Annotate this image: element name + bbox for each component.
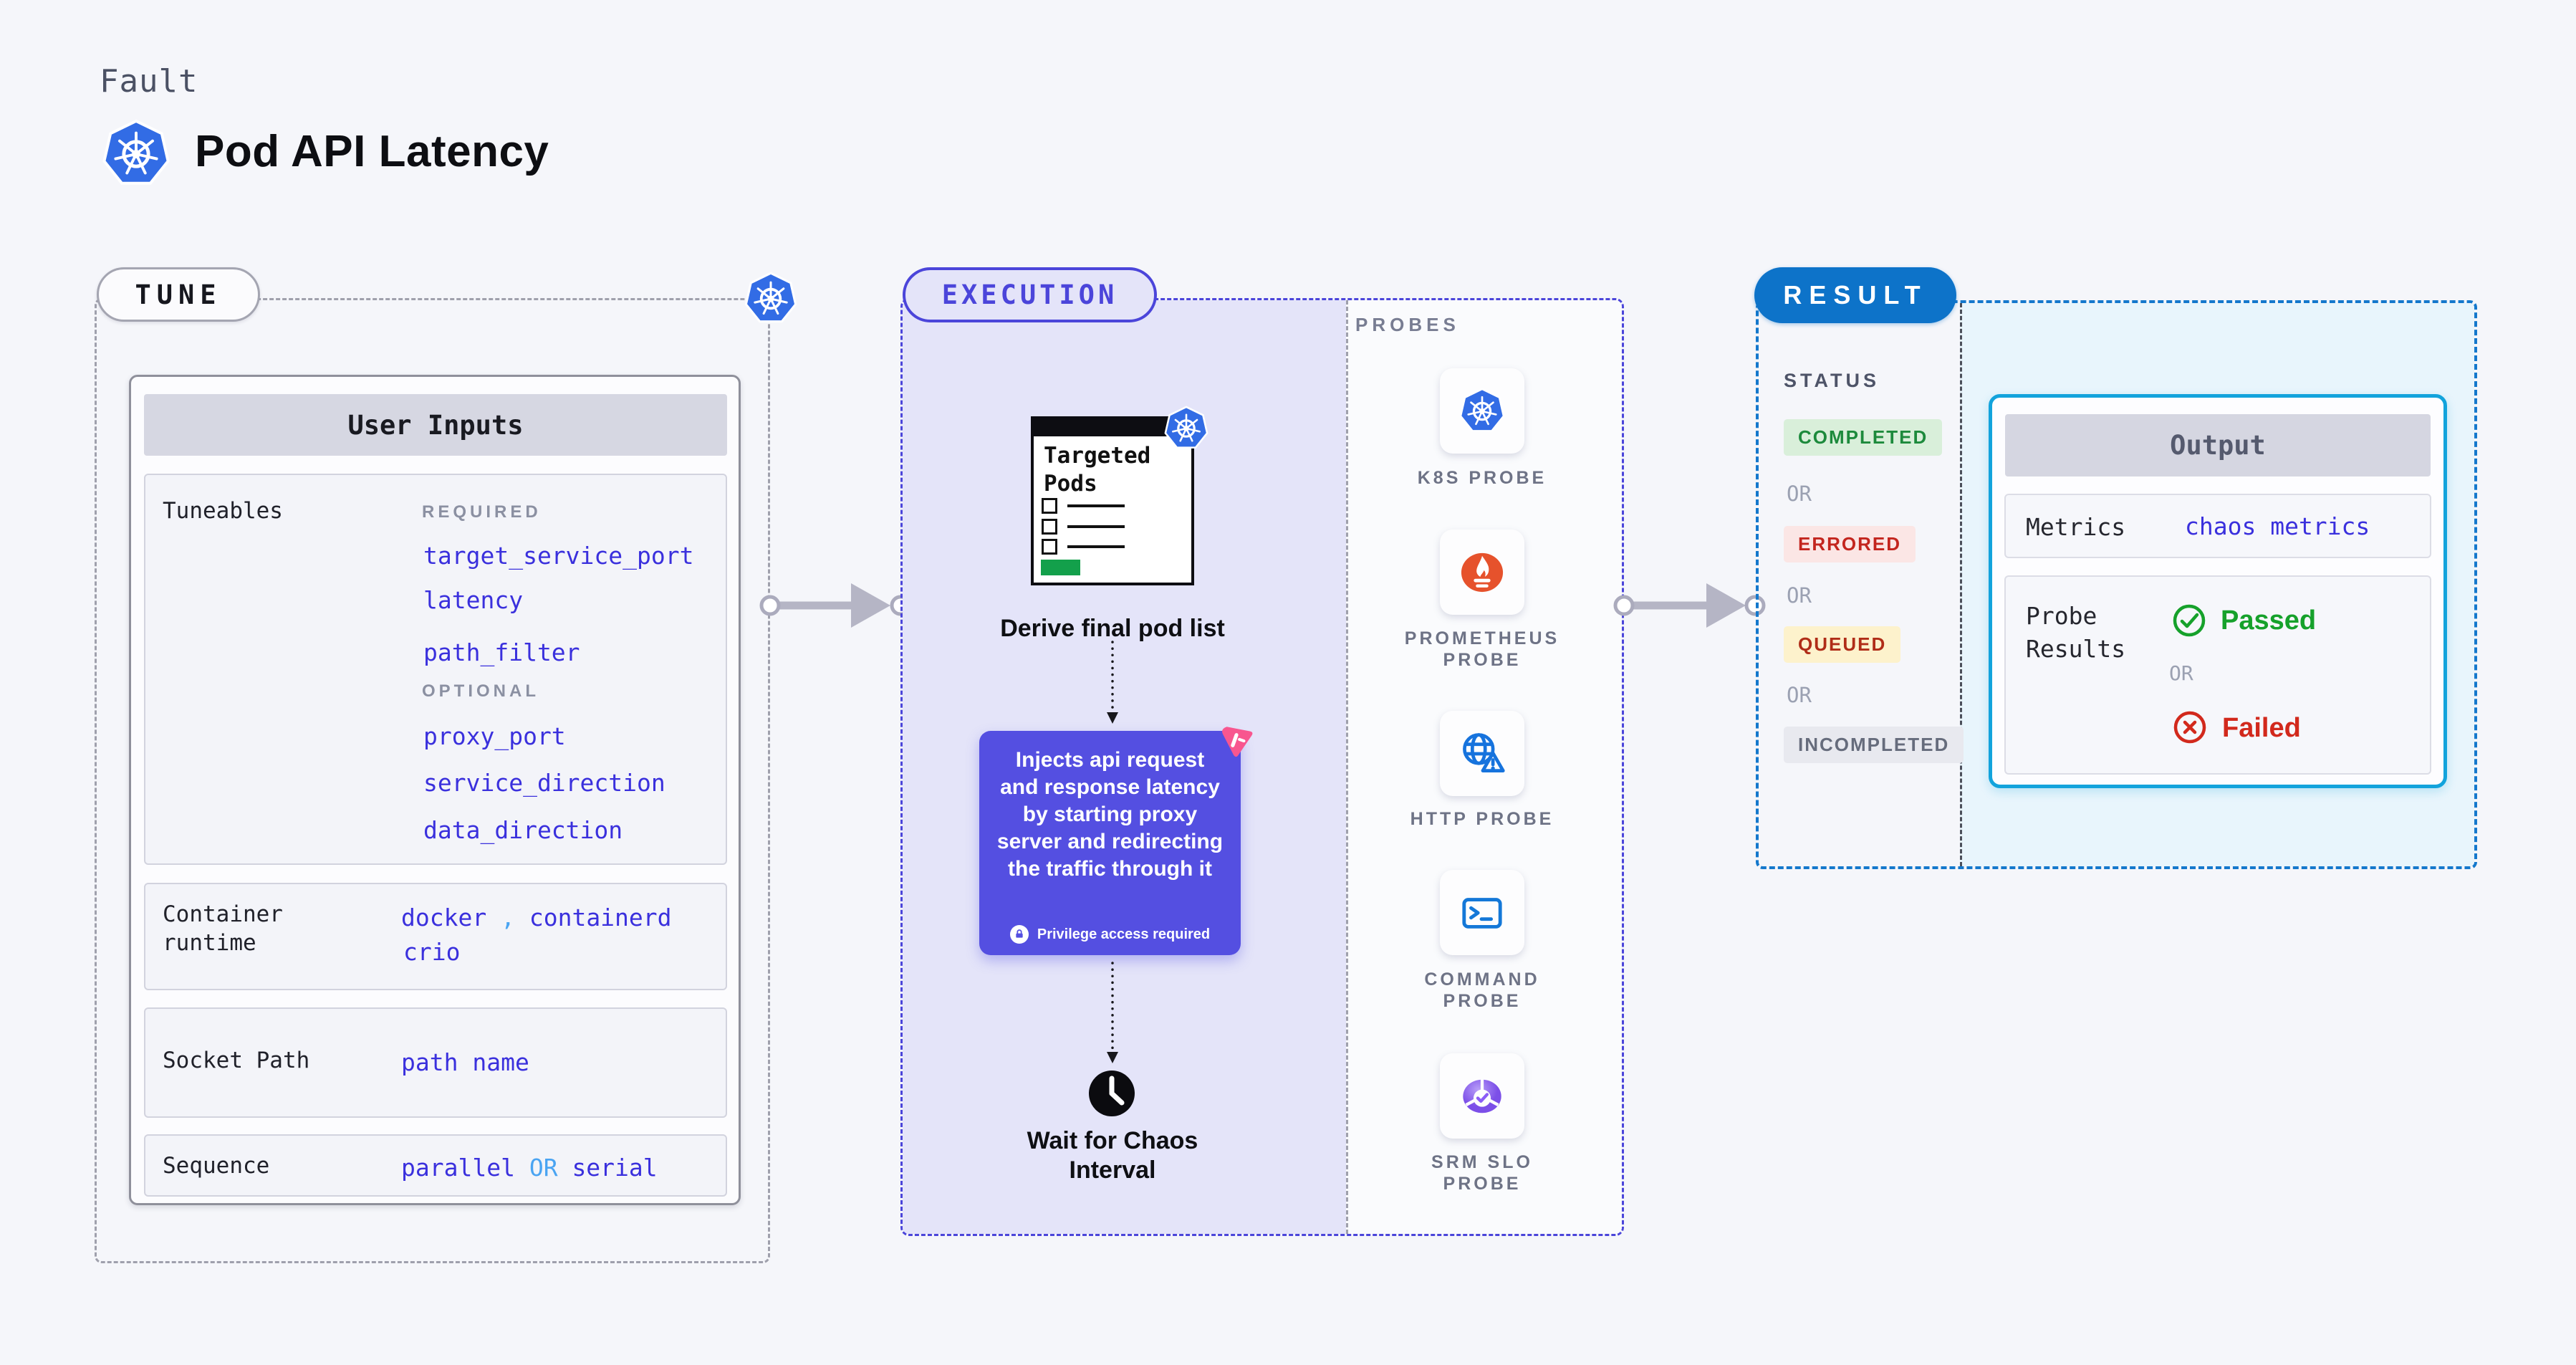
or-separator: OR bbox=[1787, 482, 1812, 506]
flow-arrow-icon bbox=[759, 583, 910, 628]
lock-icon bbox=[1009, 925, 1029, 944]
globe-warning-icon bbox=[1463, 732, 1505, 772]
kubernetes-icon bbox=[744, 272, 797, 323]
kubernetes-icon bbox=[1164, 406, 1208, 449]
status-label: STATUS bbox=[1784, 370, 1880, 391]
status-badge: COMPLETED bbox=[1784, 419, 1943, 456]
tune-pill: TUNE bbox=[97, 267, 260, 322]
user-inputs-title: User Inputs bbox=[144, 394, 727, 456]
status-badge: INCOMPLETED bbox=[1784, 727, 1964, 763]
or-connector: OR bbox=[529, 1154, 572, 1182]
flow-arrow-icon bbox=[1613, 583, 1766, 628]
sequence-label: Sequence bbox=[163, 1153, 270, 1179]
separator: , bbox=[501, 904, 529, 931]
checkbox-icon bbox=[1042, 498, 1057, 514]
page-title: Pod API Latency bbox=[195, 127, 549, 176]
probe-results-row: Probe Results Passed OR Failed bbox=[2004, 575, 2431, 775]
inject-description-box: Injects api request and response latency… bbox=[979, 731, 1241, 955]
prometheus-probe-card bbox=[1440, 530, 1524, 615]
srm-slo-probe-card bbox=[1440, 1053, 1524, 1139]
list-line bbox=[1067, 545, 1125, 548]
runtime-value: docker bbox=[401, 904, 487, 931]
tuneable-value: service_direction bbox=[423, 769, 665, 797]
tuneable-value: proxy_port bbox=[423, 722, 566, 750]
prometheus-icon bbox=[1461, 552, 1504, 592]
fault-eyebrow: Fault bbox=[100, 63, 198, 100]
checkbox-icon bbox=[1042, 539, 1057, 555]
targeted-pods-title: Targeted Pods bbox=[1044, 443, 1151, 497]
probe-label: K8S PROBE bbox=[1417, 468, 1547, 488]
dotted-arrow-icon bbox=[1107, 962, 1118, 1063]
runtime-value: containerd bbox=[529, 904, 672, 931]
passed-label: Passed bbox=[2221, 605, 2317, 636]
list-line bbox=[1067, 504, 1125, 507]
inject-description: Injects api request and response latency… bbox=[996, 748, 1224, 881]
terminal-icon bbox=[1462, 897, 1502, 929]
execution-pill: EXECUTION bbox=[903, 267, 1157, 322]
sequence-row: Sequence parallel OR serial bbox=[144, 1134, 727, 1197]
clock-icon bbox=[1089, 1071, 1135, 1116]
container-runtime-label: Container runtime bbox=[163, 901, 283, 956]
container-runtime-row: Container runtime docker , containerd cr… bbox=[144, 883, 727, 990]
sequence-value: serial bbox=[572, 1154, 658, 1182]
targeted-pods-card: Targeted Pods bbox=[1031, 416, 1194, 585]
tuneables-label: Tuneables bbox=[163, 498, 283, 524]
progress-bar bbox=[1041, 560, 1080, 575]
metrics-label: Metrics bbox=[2026, 513, 2126, 541]
chaos-fault-icon bbox=[1222, 727, 1253, 757]
metrics-row: Metrics chaos metrics bbox=[2004, 494, 2431, 558]
kubernetes-icon bbox=[1459, 387, 1505, 432]
status-badge: QUEUED bbox=[1784, 626, 1901, 663]
probe-label: PROMETHEUS PROBE bbox=[1404, 628, 1560, 670]
or-separator: OR bbox=[1787, 583, 1812, 608]
output-panel: Output Metrics chaos metrics Probe Resul… bbox=[1989, 394, 2447, 788]
probe-label: HTTP PROBE bbox=[1410, 809, 1554, 829]
tune-section bbox=[95, 298, 770, 1263]
probe-results-label: Probe Results bbox=[2026, 602, 2126, 663]
command-probe-card bbox=[1440, 870, 1524, 955]
runtime-value: crio bbox=[403, 938, 461, 966]
checkbox-icon bbox=[1042, 519, 1057, 535]
wait-chaos-interval-label: Wait for Chaos Interval bbox=[1027, 1127, 1198, 1184]
probe-label: SRM SLO PROBE bbox=[1431, 1152, 1533, 1194]
optional-tag: OPTIONAL bbox=[422, 681, 539, 701]
privilege-note: Privilege access required bbox=[1037, 926, 1211, 942]
user-inputs-panel: User Inputs Tuneables REQUIRED target_se… bbox=[129, 375, 741, 1205]
output-title: Output bbox=[2005, 414, 2431, 476]
slo-pie-icon bbox=[1463, 1078, 1501, 1113]
dotted-arrow-icon bbox=[1107, 641, 1118, 724]
socket-path-value: path name bbox=[401, 1048, 529, 1076]
failed-label: Failed bbox=[2222, 713, 2301, 743]
http-probe-card bbox=[1440, 711, 1524, 796]
required-tag: REQUIRED bbox=[422, 502, 542, 522]
socket-path-row: Socket Path path name bbox=[144, 1007, 727, 1118]
status-badge: ERRORED bbox=[1784, 526, 1916, 562]
tuneable-value: target_service_port bbox=[423, 542, 694, 570]
k8s-probe-card bbox=[1440, 368, 1524, 454]
result-pill: RESULT bbox=[1754, 267, 1956, 323]
list-line bbox=[1067, 525, 1125, 528]
tuneables-row: Tuneables REQUIRED target_service_port l… bbox=[144, 474, 727, 865]
or-separator: OR bbox=[1787, 683, 1812, 707]
tuneable-value: path_filter bbox=[423, 638, 580, 666]
tuneable-value: data_direction bbox=[423, 816, 623, 844]
probe-label: COMMAND PROBE bbox=[1424, 969, 1540, 1011]
x-circle-icon bbox=[2173, 711, 2206, 744]
kubernetes-icon bbox=[101, 119, 171, 189]
socket-path-label: Socket Path bbox=[163, 1048, 310, 1073]
probes-section-label: PROBES bbox=[1355, 314, 1460, 335]
tuneable-value: latency bbox=[423, 586, 524, 614]
or-separator: OR bbox=[2169, 661, 2193, 685]
metrics-value: chaos metrics bbox=[2185, 512, 2370, 540]
sequence-value: parallel bbox=[401, 1154, 515, 1182]
check-circle-icon bbox=[2173, 604, 2206, 637]
derive-pod-list-label: Derive final pod list bbox=[1000, 615, 1225, 642]
